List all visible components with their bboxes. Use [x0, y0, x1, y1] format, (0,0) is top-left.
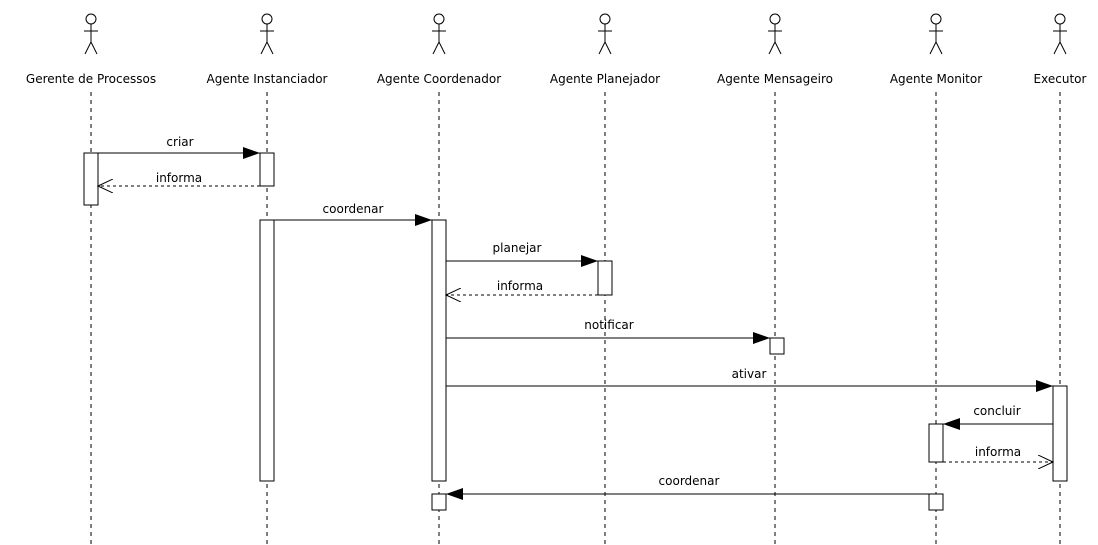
- activation-instanciador-1: [259, 152, 275, 187]
- actor-gerente: Gerente de Processos: [26, 13, 156, 545]
- actor-label-executor: Executor: [1034, 72, 1087, 86]
- actor-icon: [1053, 13, 1067, 55]
- actor-mensageiro: Agente Mensageiro: [717, 13, 833, 545]
- actor-icon: [768, 13, 782, 55]
- activation-coordenador-2: [431, 493, 447, 511]
- message-informa-1: informa: [98, 171, 260, 186]
- message-coordenar-1: coordenar: [274, 202, 432, 226]
- actor-icon: [260, 13, 274, 55]
- message-criar: criar: [98, 135, 260, 159]
- activation-coordenador: [431, 219, 447, 482]
- actor-label-gerente: Gerente de Processos: [26, 72, 156, 86]
- activation-executor: [1052, 385, 1068, 482]
- actor-planejador: Agente Planejador: [550, 13, 660, 545]
- message-label: informa: [497, 279, 543, 293]
- actor-label-mensageiro: Agente Mensageiro: [717, 72, 833, 86]
- message-coordenar-2: coordenar: [446, 474, 929, 500]
- message-informa-3: informa: [943, 445, 1053, 462]
- message-label: notificar: [584, 318, 633, 332]
- activation-monitor-2: [928, 493, 944, 511]
- message-label: criar: [166, 135, 193, 149]
- actor-icon: [84, 13, 98, 55]
- message-label: concluir: [973, 404, 1020, 418]
- activation-instanciador-2: [259, 219, 275, 482]
- message-label: coordenar: [659, 474, 720, 488]
- message-concluir: concluir: [943, 404, 1053, 430]
- message-label: planejar: [493, 241, 542, 255]
- activation-gerente: [83, 152, 99, 206]
- message-label: informa: [156, 171, 202, 185]
- message-ativar: ativar: [446, 367, 1053, 392]
- message-notificar: notificar: [446, 318, 770, 344]
- message-label: ativar: [732, 367, 767, 381]
- message-label: coordenar: [323, 202, 384, 216]
- actor-label-monitor: Agente Monitor: [890, 72, 982, 86]
- actor-label-instanciador: Agente Instanciador: [207, 72, 328, 86]
- activation-mensageiro: [769, 337, 785, 355]
- message-label: informa: [975, 445, 1021, 459]
- actor-icon: [432, 13, 446, 55]
- activation-planejador: [597, 260, 613, 296]
- message-informa-2: informa: [446, 279, 598, 295]
- activation-monitor-1: [928, 423, 944, 463]
- actor-icon: [929, 13, 943, 55]
- actor-monitor: Agente Monitor: [890, 13, 982, 545]
- message-planejar: planejar: [446, 241, 598, 267]
- actor-icon: [598, 13, 612, 55]
- actor-label-coordenador: Agente Coordenador: [377, 72, 501, 86]
- actor-label-planejador: Agente Planejador: [550, 72, 660, 86]
